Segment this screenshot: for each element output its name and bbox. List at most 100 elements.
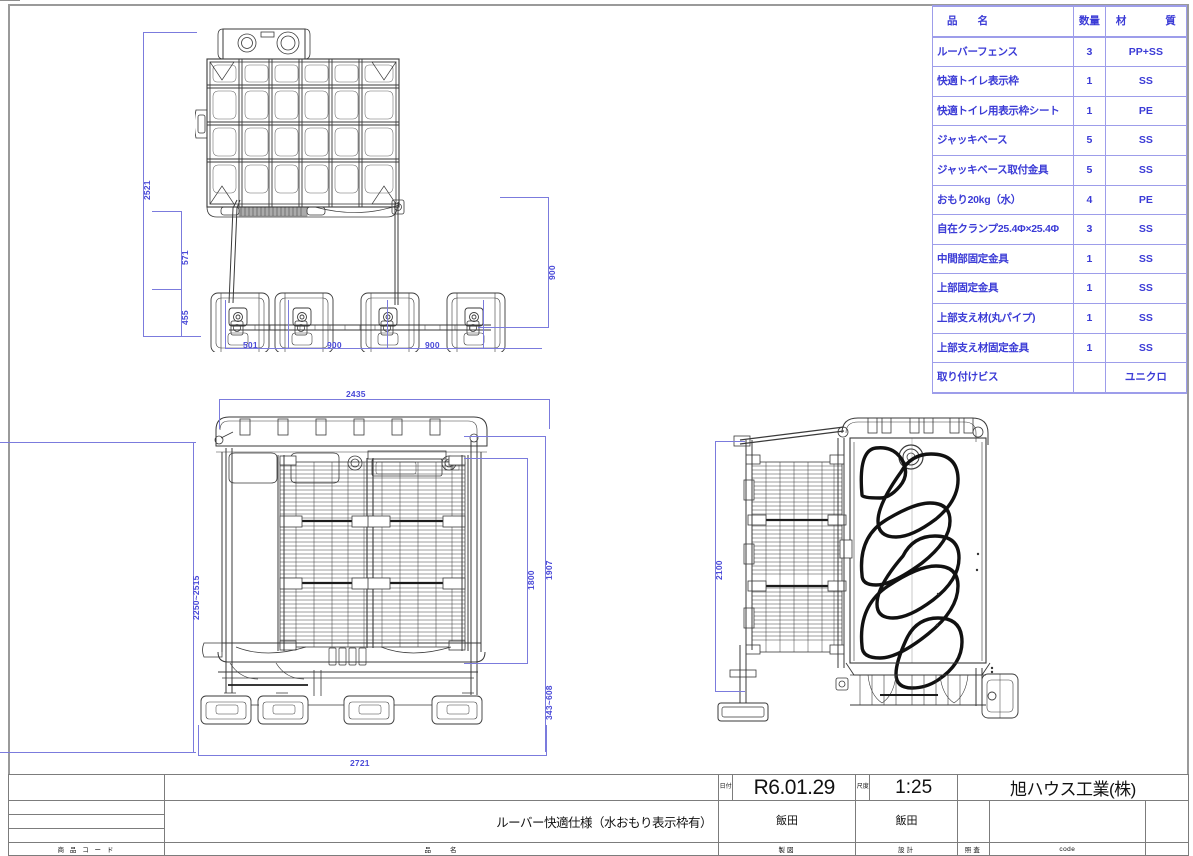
part-quantity: 4 bbox=[1073, 184, 1106, 216]
sheet-border-top bbox=[8, 4, 1189, 6]
dim-ext-2100-t bbox=[715, 441, 745, 442]
tb-rev-cell-4 bbox=[8, 828, 165, 843]
part-material: SS bbox=[1104, 273, 1188, 304]
tb-extra-cell bbox=[1144, 800, 1190, 843]
tb-company-name: 旭ハウス工業(株) bbox=[956, 774, 1190, 801]
part-quantity: 1 bbox=[1073, 95, 1106, 127]
tb-footer-extra bbox=[1144, 842, 1190, 856]
part-name: ルーバーフェンス bbox=[931, 35, 1075, 68]
part-material: PE bbox=[1104, 95, 1188, 127]
tb-rev-cell-2 bbox=[8, 800, 165, 815]
tb-footer-code: code bbox=[988, 842, 1146, 856]
dim-ext-571 bbox=[152, 211, 182, 212]
dim-ext-2435-l bbox=[219, 399, 220, 429]
side-elevation-view bbox=[700, 400, 1040, 748]
tb-designer: 飯田 bbox=[855, 800, 958, 843]
dim-ext-455 bbox=[152, 289, 182, 290]
dim-plan-pitch-2: 900 bbox=[327, 340, 342, 350]
dim-ext-plan-top bbox=[143, 32, 197, 33]
part-quantity: 1 bbox=[1073, 66, 1106, 97]
tb-scale-label: 尺度 bbox=[855, 774, 871, 801]
parts-table-row: 取り付けビスユニクロ bbox=[931, 362, 1188, 394]
tb-product-name: ルーバー快適仕様（水おもり表示枠有） bbox=[496, 816, 712, 830]
dim-ext-plan-bottom bbox=[143, 336, 201, 337]
part-material: SS bbox=[1104, 243, 1188, 275]
dim-ext-p2 bbox=[387, 300, 388, 349]
part-quantity: 1 bbox=[1073, 332, 1106, 364]
part-quantity: 5 bbox=[1073, 125, 1106, 156]
dim-line-1800 bbox=[527, 458, 528, 663]
tb-date-label: 日付 bbox=[717, 774, 734, 801]
tb-footer-design: 設計 bbox=[855, 842, 958, 856]
part-quantity: 3 bbox=[1073, 214, 1106, 245]
dim-line-571 bbox=[181, 211, 182, 289]
dim-ext-plan-900-top bbox=[500, 197, 549, 198]
dim-ext-p3 bbox=[483, 300, 484, 349]
dim-line-343-608 bbox=[545, 663, 546, 752]
dim-ext-1907-t bbox=[464, 436, 546, 437]
tb-note-cell-1 bbox=[163, 774, 719, 801]
part-quantity: 1 bbox=[1073, 302, 1106, 334]
dim-front-height-range: 2250~2515 bbox=[191, 575, 201, 620]
part-quantity: 1 bbox=[1073, 243, 1106, 275]
dim-ext-2100-b bbox=[715, 691, 745, 692]
dim-ext-1800-t bbox=[464, 458, 528, 459]
top-plan-view bbox=[195, 22, 555, 352]
tb-scale-value: 1:25 bbox=[869, 774, 958, 801]
part-material: SS bbox=[1104, 302, 1188, 334]
sheet-fold-mark bbox=[0, 0, 20, 1]
dim-line-plan-pitches bbox=[225, 348, 542, 349]
dim-line-455 bbox=[181, 289, 182, 336]
dim-plan-overall-height: 2521 bbox=[142, 180, 152, 200]
dim-ext-2435-r bbox=[549, 399, 550, 429]
part-name: ジャッキベース取付金具 bbox=[931, 154, 1075, 186]
part-name: 上部支え材固定金具 bbox=[931, 332, 1075, 364]
part-name: 上部支え材(丸パイプ) bbox=[931, 302, 1075, 334]
part-material: ユニクロ bbox=[1104, 362, 1188, 394]
dim-side-fence-height: 2100 bbox=[714, 560, 724, 580]
part-quantity: 5 bbox=[1073, 154, 1106, 186]
tb-code-value bbox=[988, 800, 1146, 843]
parts-table-header-row: 品 名 数量 材 質 bbox=[931, 5, 1188, 38]
dim-plan-right-span: 900 bbox=[547, 265, 557, 280]
dim-front-leg-range: 343~608 bbox=[544, 685, 554, 720]
dim-line-2100 bbox=[715, 441, 716, 691]
dim-ext-1800-b bbox=[464, 663, 528, 664]
header-item-name: 品 名 bbox=[931, 5, 1075, 38]
header-quantity: 数量 bbox=[1073, 5, 1106, 38]
dim-ext-height-top bbox=[0, 442, 196, 443]
part-name: おもり20kg（水） bbox=[931, 184, 1075, 216]
dim-front-width-bottom: 2721 bbox=[350, 758, 370, 768]
tb-drafter: 飯田 bbox=[717, 800, 857, 843]
dim-line-2435 bbox=[219, 399, 550, 400]
dim-line-1907 bbox=[545, 436, 546, 663]
tb-checker bbox=[956, 800, 990, 843]
dim-plan-pitch-1: 501 bbox=[243, 340, 258, 350]
dim-front-width-top: 2435 bbox=[346, 389, 366, 399]
dim-ext-p1 bbox=[288, 300, 289, 349]
part-name: 快適トイレ表示枠 bbox=[931, 66, 1075, 97]
tb-rev-cell-1 bbox=[8, 774, 165, 801]
tb-footer-drafting: 製図 bbox=[717, 842, 857, 856]
part-quantity bbox=[1073, 362, 1106, 394]
part-name: 上部固定金具 bbox=[931, 273, 1075, 304]
part-quantity: 3 bbox=[1073, 35, 1106, 68]
front-elevation-view bbox=[196, 400, 526, 745]
dim-ext-2721-r bbox=[546, 725, 547, 756]
dim-plan-pitch-3: 900 bbox=[425, 340, 440, 350]
sheet-border-left bbox=[8, 4, 10, 774]
dim-ext-height-bot bbox=[0, 752, 196, 753]
dim-line-height-range bbox=[193, 442, 194, 752]
dim-front-fence-height: 1800 bbox=[526, 570, 536, 590]
part-name: 快適トイレ用表示枠シート bbox=[931, 95, 1075, 127]
sheet-border-right bbox=[1187, 4, 1189, 774]
tb-footer-item-name: 品 名 bbox=[163, 842, 719, 856]
